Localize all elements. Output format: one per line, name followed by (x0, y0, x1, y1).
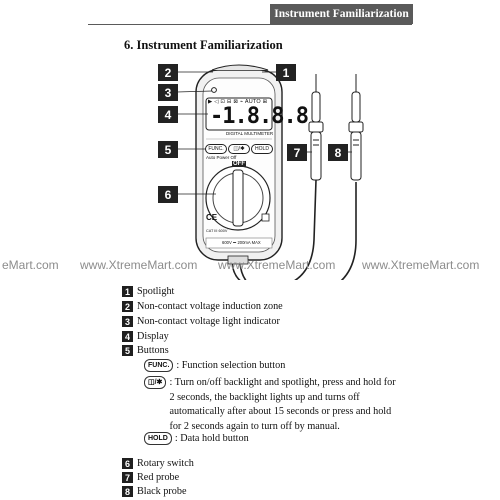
auto-power-off-label: Auto Power Off (206, 155, 237, 160)
lcd-digits: -1.8.8.8 (210, 104, 309, 129)
lcd-top-icons: ▶ ◁ ⊡ ⊟ ⊠ ⌁ AUTO ⊞ (208, 99, 268, 105)
section-title: 6. Instrument Familiarization (124, 38, 283, 52)
callout-4: 4 (158, 106, 178, 123)
hold-chip: HOLD (144, 432, 172, 445)
legend-number: 7 (122, 472, 133, 483)
button-desc-hold: HOLD : Data hold button (144, 432, 407, 447)
header-tab: Instrument Familiarization (270, 4, 413, 24)
watermark-left: eMart.com (2, 258, 59, 272)
legend-number: 1 (122, 286, 133, 297)
legend-item: 2 Non-contact voltage induction zone (122, 301, 283, 312)
header-rule (88, 24, 412, 25)
callout-7: 7 (287, 144, 307, 161)
watermark-mid-1: www.XtremeMart.com (80, 258, 198, 272)
legend-number: 5 (122, 345, 133, 356)
legend-item: 1 Spotlight (122, 286, 174, 297)
legend-label: Display (137, 331, 169, 342)
legend-item: 5 Buttons (122, 345, 169, 356)
callout-5: 5 (158, 141, 178, 158)
off-label: OFF (232, 161, 246, 167)
func-desc: : Function selection button (176, 360, 286, 371)
hold-button[interactable]: HOLD (251, 144, 273, 154)
black-probe-cable (239, 182, 357, 280)
legend-label: Red probe (137, 472, 180, 483)
legend-item: 7 Red probe (122, 472, 179, 483)
legend-item: 6 Rotary switch (122, 458, 194, 469)
legend-number: 8 (122, 486, 133, 497)
callout-1: 1 (276, 64, 296, 81)
legend-item: 3 Non-contact voltage light indicator (122, 316, 280, 327)
hold-desc: : Data hold button (174, 433, 249, 444)
callout-6: 6 (158, 186, 178, 203)
ce-mark: CE (206, 213, 218, 222)
legend-number: 6 (122, 458, 133, 469)
legend-item: 4 Display (122, 331, 169, 342)
black-probe (348, 74, 364, 181)
callout-8: 8 (328, 144, 348, 161)
watermark-right: www.XtremeMart.com (362, 258, 480, 272)
callout-2: 2 (158, 64, 178, 81)
legend-label: Non-contact voltage induction zone (137, 301, 283, 312)
cat-label: CAT III 600V (206, 229, 228, 233)
header-tab-label: Instrument Familiarization (274, 8, 409, 20)
button-desc-func: FUNC. : Function selection button (144, 359, 408, 374)
callout-3: 3 (158, 84, 178, 101)
callout-leaders (176, 71, 352, 195)
button-desc-backlight: ◫/✱ : Turn on/off backlight and spotligh… (144, 376, 401, 434)
backlight-desc: : Turn on/off backlight and spotlight, p… (169, 377, 396, 432)
legend-label: Non-contact voltage light indicator (137, 316, 280, 327)
backlight-button[interactable]: ◫/✱ (228, 144, 250, 154)
rating-label: 600V ⎓ 200mA MAX (222, 240, 261, 245)
func-chip: FUNC. (144, 359, 174, 372)
watermark-mid-2: www.XtremeMart.com (218, 258, 336, 272)
legend-number: 3 (122, 316, 133, 327)
legend-number: 4 (122, 331, 133, 342)
backlight-chip: ◫/✱ (144, 376, 167, 389)
legend-label: Buttons (137, 345, 169, 356)
red-probe (308, 74, 324, 181)
model-label: DIGITAL MULTIMETER (226, 131, 274, 136)
legend-label: Spotlight (137, 286, 175, 297)
legend-label: Rotary switch (137, 458, 194, 469)
legend-item: 8 Black probe (122, 486, 187, 497)
legend-label: Black probe (137, 486, 187, 497)
legend-number: 2 (122, 301, 133, 312)
red-probe-cable (231, 179, 317, 280)
